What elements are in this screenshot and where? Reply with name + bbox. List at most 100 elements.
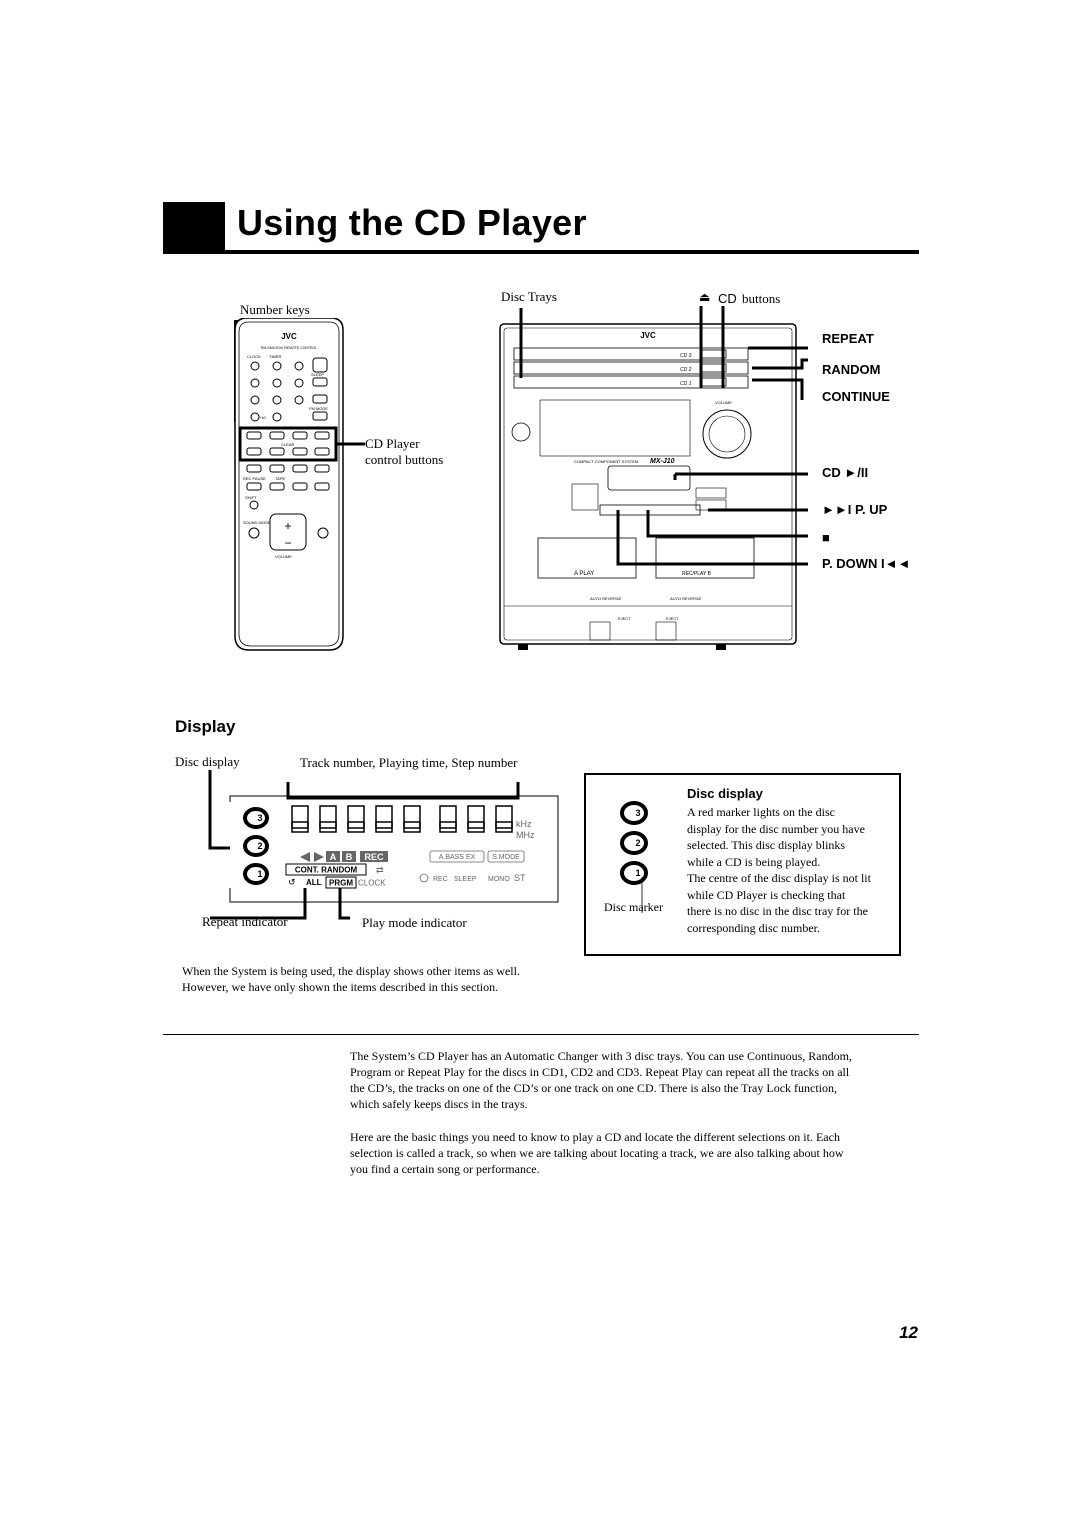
lcd-disc-3: 3 (257, 813, 262, 823)
prev-track-icon: I◄◄ (881, 556, 911, 571)
disc-trays-label: Disc Trays (501, 289, 557, 304)
p2-line-1: Here are the basic things you need to kn… (350, 1130, 840, 1144)
disc-display-box-heading: Disc display (687, 786, 763, 801)
svg-text:⇄: ⇄ (376, 865, 384, 875)
eject-icon: ⏏ (699, 290, 711, 304)
svg-text:+: + (284, 519, 291, 533)
body-paragraph-1: The System’s CD Player has an Automatic … (350, 1048, 920, 1112)
lcd-khz: kHz (516, 819, 532, 829)
box-disc-1: 1 (635, 868, 640, 878)
box-line-1: A red marker lights on the disc (687, 805, 835, 819)
lcd-smode: S.MODE (492, 854, 520, 861)
deck-a-label: A PLAY (574, 571, 594, 577)
p-down-text: P. DOWN (822, 556, 878, 571)
lcd-rec: REC (364, 852, 384, 862)
lcd-all: ALL (306, 878, 322, 887)
cd-buttons-suffix: buttons (742, 291, 781, 306)
number-keys-label: Number keys (240, 302, 310, 317)
lcd-clock: CLOCK (358, 879, 386, 888)
auto-reverse-a: AUTO REVERSE (589, 596, 622, 601)
lcd-mhz: MHz (516, 830, 535, 840)
p2-line-3: you find a certain song or performance. (350, 1162, 540, 1176)
p1-line-1: The System’s CD Player has an Automatic … (350, 1049, 852, 1063)
p-up-text: P. UP (854, 502, 888, 517)
title-rule (163, 250, 919, 254)
box-disc-2: 2 (635, 838, 640, 848)
box-line-6: while CD Player is checking that (687, 887, 846, 902)
lcd-st: ST (514, 873, 526, 883)
p-up-button-label: ►►I P. UP (822, 502, 887, 518)
repeat-indicator-label: Repeat indicator (202, 914, 288, 929)
disc-display-label: Disc display (175, 754, 240, 769)
next-track-icon: ►►I (822, 502, 852, 517)
display-note-2: However, we have only shown the items de… (182, 980, 499, 994)
remote-control-illustration: JVC RM-SMXJ10U REMOTE CONTROL CLOCK TIME… (234, 318, 365, 651)
p1-line-3: the CD’s, the tracks on one of the CD’s … (350, 1081, 838, 1095)
lcd-mono: MONO (488, 876, 510, 883)
box-line-2: display for the disc number you have (687, 821, 865, 836)
deck-b-label: REC/PLAY B (682, 571, 712, 577)
play-pause-icon: ►/II (844, 465, 869, 480)
remote-tape-key: TAPE (275, 476, 285, 481)
lcd-rec2: REC (433, 876, 448, 883)
tray-cd2: CD 2 (680, 367, 692, 373)
cd-player-label-2: control buttons (365, 452, 444, 467)
remote-sound-mode-key: SOUND MODE (243, 520, 271, 525)
disc-display-box-text: A red marker lights on the disc display … (687, 804, 899, 936)
remote-volume-key: VOLUME (275, 554, 292, 559)
display-heading: Display (175, 717, 236, 736)
remote-shift-key: SHIFT (245, 495, 257, 500)
cd-buttons-prefix: CD (718, 291, 737, 306)
page-number: 12 (899, 1323, 918, 1342)
cd-play-text: CD (822, 465, 841, 480)
page-title: Using the CD Player (237, 202, 587, 243)
disc-marker-illustration: 3 2 1 (620, 801, 648, 913)
p-down-button-label: P. DOWN I◄◄ (822, 556, 910, 572)
unit-brand: JVC (640, 331, 656, 340)
lcd-cont-random: CONT. RANDOM (295, 866, 358, 875)
unit-model: MX-J10 (650, 458, 675, 465)
lcd-disc-2: 2 (257, 841, 262, 851)
lcd-prgm: PRGM (329, 879, 353, 888)
lcd-b: B (346, 852, 353, 862)
box-line-3: selected. This disc display blinks (687, 838, 846, 852)
lcd-disc-1: 1 (257, 869, 262, 879)
box-line-4: while a CD is being played. (687, 854, 821, 869)
stereo-unit-illustration: JVC CD 3 CD 2 CD 1 VOLUME COMPACT COMPON… (499, 306, 808, 650)
cd-player-label-1: CD Player (365, 436, 420, 451)
play-mode-indicator-label: Play mode indicator (362, 915, 467, 930)
unit-system-name: COMPACT COMPONENT SYSTEM (574, 459, 638, 464)
remote-timer-key: TIMER (269, 354, 282, 359)
tray-cd3: CD 3 (680, 353, 692, 359)
eject-b: EJECT (666, 616, 679, 621)
body-paragraph-2: Here are the basic things you need to kn… (350, 1129, 920, 1177)
lcd-abass: A.BASS EX (439, 854, 476, 861)
p2-line-2: selection is called a track, so when we … (350, 1146, 844, 1160)
eject-a: EJECT (618, 616, 631, 621)
p1-line-4: which safely keeps discs in the trays. (350, 1097, 528, 1111)
random-button-label: RANDOM (822, 362, 881, 377)
lcd-display-illustration: 3 2 1 kHz MHz A B REC A.BASS EX S.MODE C… (208, 770, 559, 920)
remote-caption: RM-SMXJ10U REMOTE CONTROL (261, 346, 317, 350)
remote-sleep-key: SLEEP (311, 372, 324, 377)
lcd-sleep: SLEEP (454, 876, 477, 883)
lcd-a: A (330, 852, 337, 862)
continue-button-label: CONTINUE (822, 389, 890, 404)
remote-fm-mode-key: FM MODE (309, 406, 328, 411)
remote-brand: JVC (281, 332, 297, 341)
box-disc-3: 3 (635, 808, 640, 818)
repeat-button-label: REPEAT (822, 331, 874, 346)
remote-clear-key: CLEAR (281, 442, 294, 447)
svg-text:↺: ↺ (288, 877, 296, 887)
remote-play-mode-key: PLAY MODE (307, 425, 330, 430)
box-line-8: corresponding disc number. (687, 920, 820, 935)
remote-rec-pause-key: REC PAUSE (243, 476, 266, 481)
svg-text:−: − (284, 536, 291, 550)
stop-icon: ■ (822, 530, 830, 545)
display-note-1: When the System is being used, the displ… (182, 964, 520, 978)
section-divider (163, 1034, 919, 1035)
box-line-7: there is no disc in the disc tray for th… (687, 904, 868, 918)
cd-play-button-label: CD ►/II (822, 465, 868, 481)
box-line-5: The centre of the disc display is not li… (687, 871, 871, 885)
disc-marker-label: Disc marker (604, 900, 663, 914)
